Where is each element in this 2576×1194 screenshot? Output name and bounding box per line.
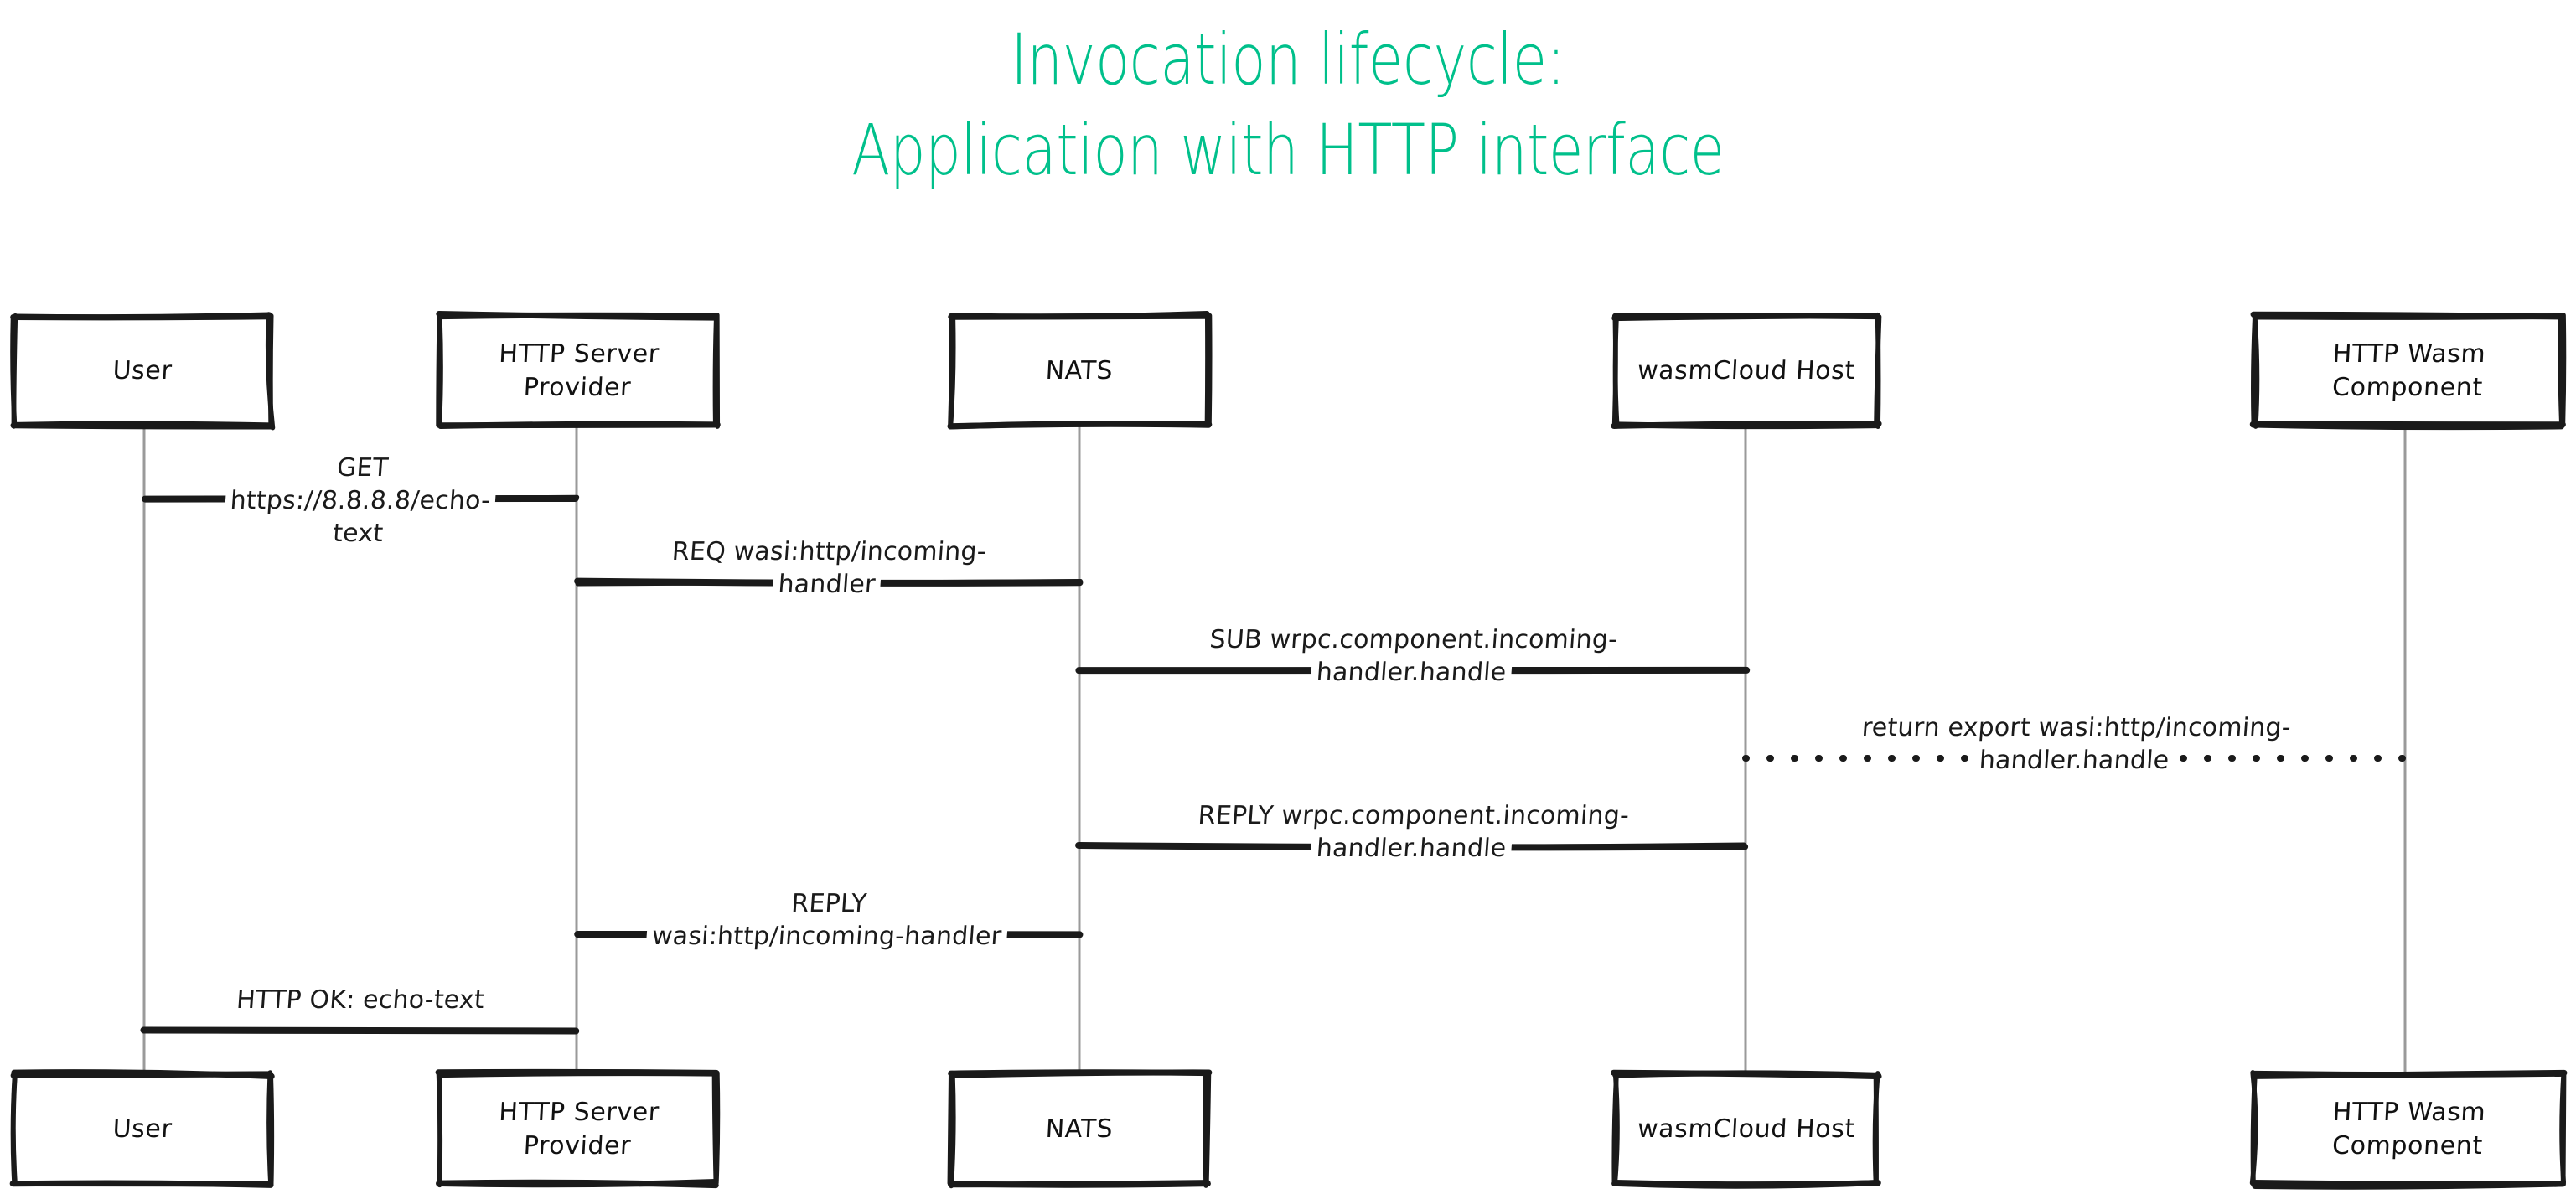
message-lines-group bbox=[140, 494, 2408, 1035]
page-title: Invocation lifecycle: Application with H… bbox=[0, 15, 2576, 195]
message-line-http-ok-response bbox=[140, 1026, 580, 1035]
participant-box-wasm-bottom[interactable] bbox=[2249, 1069, 2568, 1190]
message-line-reply-wrpc-handle bbox=[1075, 841, 1749, 851]
participant-box-wasm-top[interactable] bbox=[2249, 311, 2567, 431]
lifelines-group bbox=[142, 426, 2407, 1074]
participant-box-user-bottom[interactable] bbox=[9, 1069, 275, 1188]
participant-box-wasmcloud-top[interactable] bbox=[1611, 312, 1882, 430]
message-line-reply-wasi-incoming-handler bbox=[574, 930, 1084, 938]
title-line-1: Invocation lifecycle: bbox=[1011, 18, 1565, 101]
participant-box-wasmcloud-bottom[interactable] bbox=[1611, 1069, 1882, 1189]
participant-box-http-server-top[interactable] bbox=[436, 311, 721, 430]
participant-box-user-top[interactable] bbox=[10, 312, 276, 431]
message-line-req-incoming-handler bbox=[574, 577, 1084, 587]
participant-box-nats-bottom[interactable] bbox=[947, 1069, 1213, 1189]
title-line-2: Application with HTTP interface bbox=[851, 108, 1725, 191]
participant-box-nats-top[interactable] bbox=[947, 310, 1213, 430]
message-line-sub-wrpc-handle bbox=[1075, 666, 1751, 675]
participant-box-http-server-bottom[interactable] bbox=[435, 1068, 721, 1189]
participant-boxes-group bbox=[9, 310, 2568, 1190]
message-line-get-request bbox=[142, 494, 580, 503]
